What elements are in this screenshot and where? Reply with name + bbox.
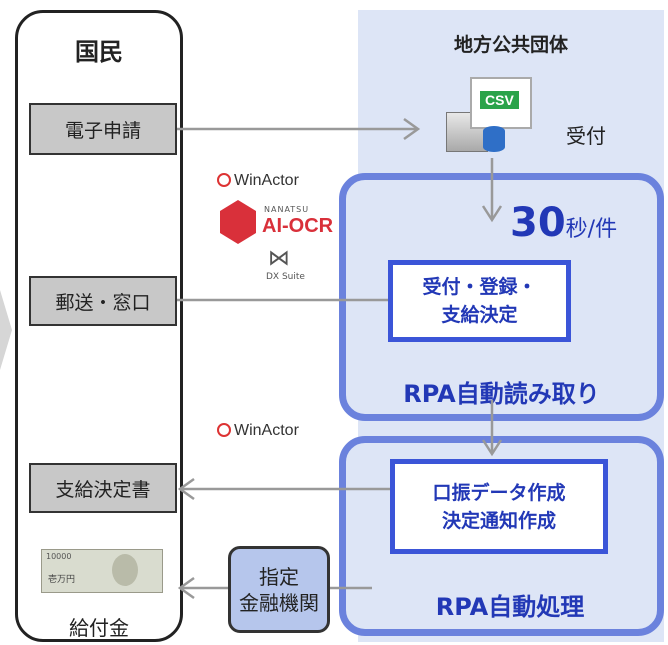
banknote-image: 10000 壱万円 [41,549,163,593]
csv-file-icon: CSV [470,77,532,129]
bank-box: 指定 金融機関 [228,546,330,633]
rpa-read-box: 受付・登録・ 支給決定 [388,260,571,342]
rpa-read-label: RPA自動読み取り [403,380,600,408]
winactor-logo-1: WinActor [217,172,299,190]
dx-suite-label: DX Suite [266,272,305,282]
database-icon [483,126,505,152]
nanatsu-main: AI-OCR [262,215,334,237]
speed-unit: 秒/件 [565,217,618,242]
mail-counter-box: 郵送・窓口 [29,276,177,326]
e-application-box: 電子申請 [29,103,177,155]
nanatsu-small: NANATSU [264,205,310,214]
rpa-process-label: RPA自動処理 [435,593,585,621]
winactor-icon [217,173,231,187]
speed-number: 30 [510,200,566,246]
left-decoration [0,290,12,370]
rpa-process-box: 口振データ作成 決定通知作成 [390,459,608,554]
winactor-logo-2: WinActor [217,422,299,440]
dx-suite-icon: ⋈ [268,246,290,271]
citizen-title: 国民 [75,38,123,66]
winactor-icon [217,423,231,437]
government-title: 地方公共団体 [453,34,568,56]
speed-readout: 30秒/件 [510,200,617,246]
receive-label: 受付 [566,124,606,148]
portrait-icon [112,554,138,586]
benefit-label: 給付金 [69,616,129,640]
payment-notice-box: 支給決定書 [29,463,177,513]
